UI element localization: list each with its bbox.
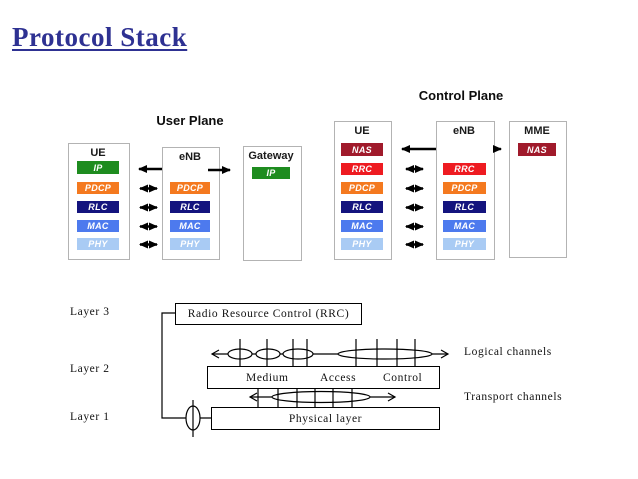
physical-layer-box: Physical layer xyxy=(211,407,440,430)
transport-line-right-tip xyxy=(387,392,397,402)
block-up-ue-phy: PHY xyxy=(77,238,119,250)
transport-channels-label: Transport channels xyxy=(464,391,563,403)
user-plane-title: User Plane xyxy=(156,113,224,128)
block-up-gw-ip: IP xyxy=(252,167,290,179)
block-cp-enb-pdcp: PDCP xyxy=(443,182,486,194)
block-cp-ue-rlc: RLC xyxy=(341,201,383,213)
block-cp-ue-pdcp: PDCP xyxy=(341,182,383,194)
logical-sap-ellipse-4 xyxy=(337,348,433,360)
block-up-enb-phy: PHY xyxy=(170,238,210,250)
page-title: Protocol Stack xyxy=(12,22,188,52)
block-cp-enb-phy: PHY xyxy=(443,238,486,250)
transport-sap-ellipse xyxy=(271,390,371,404)
block-up-ue-pdcp: PDCP xyxy=(77,182,119,194)
mac-word-access: Access xyxy=(320,371,357,384)
logical-channels-graphic xyxy=(210,339,450,366)
logical-line-left-tip xyxy=(210,349,220,359)
connector-path xyxy=(161,312,211,419)
block-cp-ue-nas: NAS xyxy=(341,143,383,156)
block-cp-enb-rrc: RRC xyxy=(443,163,486,175)
block-up-enb-rlc: RLC xyxy=(170,201,210,213)
block-up-enb-mac: MAC xyxy=(170,220,210,232)
block-up-ue-mac: MAC xyxy=(77,220,119,232)
control-plane-mme-label: MME xyxy=(524,125,550,137)
control-plane-ue-label: UE xyxy=(354,125,370,137)
transport-channel-lines xyxy=(257,388,353,407)
block-cp-ue-mac: MAC xyxy=(341,220,383,232)
mac-box: Medium Access Control xyxy=(207,366,440,389)
user-plane-gateway-box xyxy=(243,146,302,261)
block-cp-ue-rrc: RRC xyxy=(341,163,383,175)
control-sap-ellipse xyxy=(185,405,201,431)
control-plane-title: Control Plane xyxy=(418,88,504,103)
logical-sap-ellipse-2 xyxy=(255,348,281,360)
control-plane-mme-box xyxy=(509,121,567,258)
logical-sap-ellipse-1 xyxy=(227,348,253,360)
rrc-box: Radio Resource Control (RRC) xyxy=(175,303,362,325)
block-up-enb-pdcp: PDCP xyxy=(170,182,210,194)
user-plane-ue-label: UE xyxy=(90,147,106,159)
block-cp-mme-nas: NAS xyxy=(518,143,556,156)
mac-word-control: Control xyxy=(383,371,423,384)
user-plane-gateway-label: Gateway xyxy=(248,150,294,162)
layer2-label: Layer 2 xyxy=(70,363,110,375)
logical-channel-lines xyxy=(239,339,416,366)
rrc-phy-connector xyxy=(161,312,211,437)
transport-line-left-tip xyxy=(248,392,258,402)
block-up-ue-rlc: RLC xyxy=(77,201,119,213)
control-plane-enb-label: eNB xyxy=(452,125,476,137)
transport-channels-graphic xyxy=(248,388,397,407)
layer3-label: Layer 3 xyxy=(70,306,110,318)
block-cp-enb-rlc: RLC xyxy=(443,201,486,213)
block-cp-ue-phy: PHY xyxy=(341,238,383,250)
logical-line-right-tip xyxy=(440,349,450,359)
block-cp-enb-mac: MAC xyxy=(443,220,486,232)
logical-channels-label: Logical channels xyxy=(464,346,552,358)
rrc-box-text: Radio Resource Control (RRC) xyxy=(187,308,350,320)
user-plane-enb-label: eNB xyxy=(178,151,202,163)
layer1-label: Layer 1 xyxy=(70,411,110,423)
block-up-ue-ip: IP xyxy=(77,161,119,174)
mac-word-medium: Medium xyxy=(246,371,289,384)
physical-layer-text: Physical layer xyxy=(288,412,363,425)
logical-sap-ellipse-3 xyxy=(282,348,314,360)
